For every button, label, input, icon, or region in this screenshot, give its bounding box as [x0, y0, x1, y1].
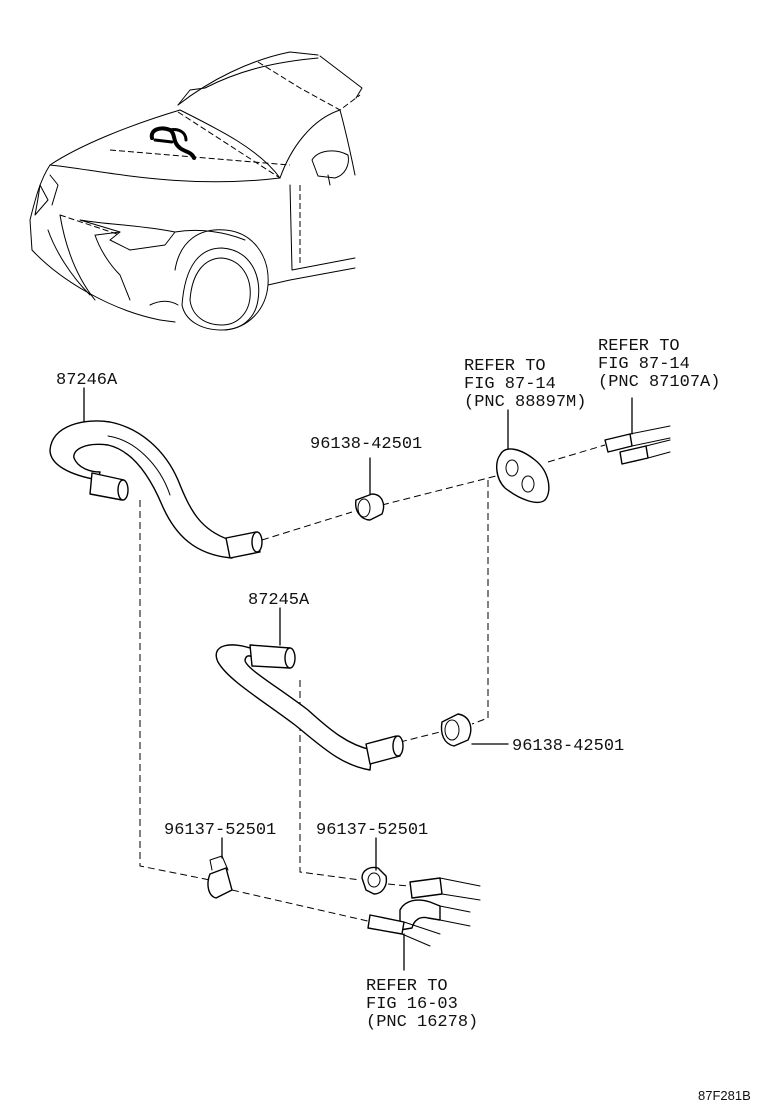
engine-pipes-16278 — [367, 877, 481, 971]
ref-engine-line1: REFER TO — [366, 977, 448, 996]
hose-87245a — [215, 607, 404, 771]
hose-icon — [215, 644, 373, 771]
ref-pipes-line3: (PNC 87107A) — [598, 373, 720, 392]
grommet-icon — [496, 448, 550, 504]
clamp-bottom-left — [207, 837, 233, 899]
part-label-87246a: 87246A — [56, 371, 118, 390]
clamp-label-bottom-left: 96137-52501 — [164, 821, 276, 840]
ref-engine-line3: (PNC 16278) — [366, 1013, 478, 1032]
ref-grommet-line2: FIG 87-14 — [464, 375, 556, 394]
clamp-icon — [361, 866, 388, 895]
ref-grommet-line3: (PNC 88897M) — [464, 393, 586, 412]
hose-icon — [49, 420, 233, 559]
car-front-view-icon — [29, 51, 363, 331]
ref-pipes-line1: REFER TO — [598, 337, 680, 356]
clamp-upper — [355, 457, 385, 521]
diagram-id: 87F281B — [698, 1088, 751, 1103]
clamp-right — [440, 713, 509, 747]
clamp-icon — [440, 713, 472, 747]
clamp-label-upper: 96138-42501 — [310, 435, 422, 454]
hose-87246a — [49, 387, 263, 559]
clamp-bottom-mid — [361, 837, 388, 895]
clamp-icon — [207, 867, 233, 899]
grommet-88897m — [496, 409, 550, 504]
clamp-label-right: 96138-42501 — [512, 737, 624, 756]
pipe-icon — [409, 877, 443, 899]
ref-pipes-line2: FIG 87-14 — [598, 355, 690, 374]
pipe-icon — [604, 433, 633, 453]
ref-engine-line2: FIG 16-03 — [366, 995, 458, 1014]
part-label-87245a: 87245A — [248, 591, 310, 610]
ref-grommet-line1: REFER TO — [464, 357, 546, 376]
clamp-label-bottom-mid: 96137-52501 — [316, 821, 428, 840]
pipes-87107a — [604, 397, 671, 465]
route-lines — [139, 444, 606, 923]
